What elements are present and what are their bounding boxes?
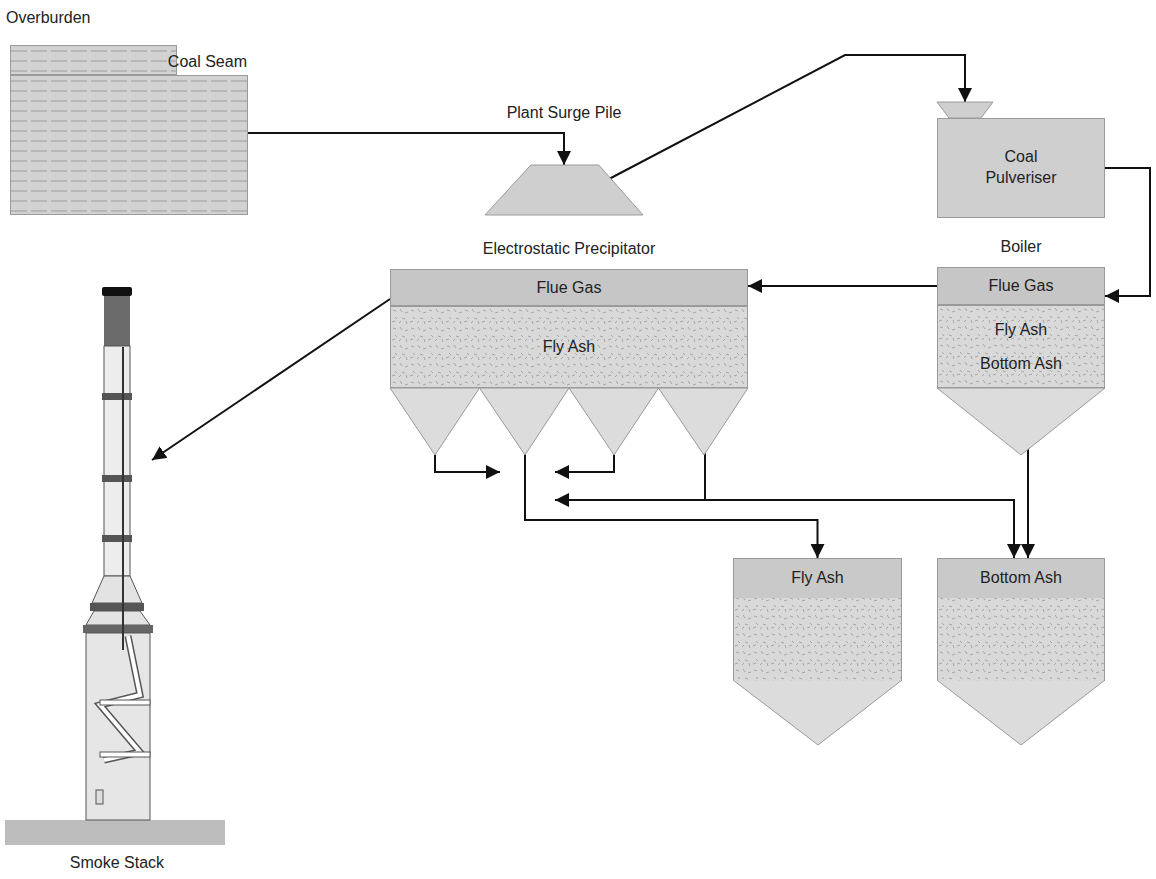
node-label: Plant Surge Pile [455, 103, 673, 122]
pulveriser-box-fill [938, 119, 1104, 217]
bottom-ash-hopper [937, 680, 1105, 745]
pulveriser-box: Coal Pulveriser [937, 118, 1105, 218]
smoke-stack-drawing [5, 287, 225, 845]
feed-funnel [937, 102, 993, 118]
node-label: Fly Ash [543, 337, 595, 356]
stack-shaft [104, 346, 130, 576]
stack-platform [83, 625, 153, 633]
coal-seam-fill [11, 76, 247, 214]
flue-gas-band-ground [938, 268, 1104, 304]
flue-gas-band: Flue Gas [937, 267, 1105, 305]
bin-header [734, 559, 901, 598]
flow-arrow [152, 299, 390, 460]
coal-seam-ground [11, 76, 247, 214]
bin-header [938, 559, 1104, 598]
node-label: Fly Ash [995, 320, 1047, 339]
smoke-stack: Smoke Stack [82, 285, 152, 820]
node-label: Boiler [937, 237, 1105, 256]
outlet-line [555, 455, 614, 472]
coal-seam: Coal Seam [10, 75, 248, 215]
ash-chamber-fill [938, 306, 1104, 387]
stair [100, 636, 140, 760]
stack-ladder [122, 347, 124, 650]
node-label: Bottom Ash [980, 568, 1062, 587]
stair-outline [100, 636, 140, 760]
overburden-layer-ground [11, 46, 176, 74]
flue-gas-band: Flue Gas [390, 269, 748, 306]
node-label: Smoke Stack [57, 853, 177, 872]
overburden-layer-fill [11, 46, 176, 74]
node-label: Flue Gas [989, 276, 1054, 295]
node-label: Flue Gas [537, 278, 602, 297]
node-label: Overburden [6, 8, 91, 27]
stack-base [86, 633, 150, 820]
hopper [569, 388, 659, 455]
flow-arrow [748, 285, 937, 287]
precipitator: Electrostatic PrecipitatorFlue GasFly As… [390, 269, 748, 388]
node-label: Electrostatic Precipitator [390, 239, 748, 258]
fly-ash-hopper [733, 680, 902, 745]
flow-arrow [525, 388, 818, 558]
outlet-line [555, 499, 704, 501]
flow-arrow [609, 55, 965, 179]
overburden-layer: Overburden [10, 45, 177, 75]
surge-pile: Plant Surge Pile [485, 165, 643, 215]
bin-body [938, 598, 1104, 681]
stack-band [102, 475, 132, 482]
node-label: Coal Pulveriser [973, 147, 1069, 189]
precipitator-hoppers [390, 388, 748, 455]
ground-slab [5, 820, 225, 845]
fly-ash-chamber: Fly Ash [390, 306, 748, 388]
node-label: Fly Ash [791, 568, 843, 587]
flow-arrow [248, 133, 564, 165]
stack-band [90, 603, 144, 611]
surge-pile-fill [485, 165, 643, 215]
bin-body [734, 598, 901, 681]
ash-chamber-ground [938, 306, 1104, 387]
stair-landing [100, 752, 150, 757]
ash-hoppers [733, 388, 1105, 745]
fly-ash-bin: Fly Ash [733, 558, 902, 680]
node-label: Coal Seam [168, 52, 247, 71]
outlet-line [435, 455, 500, 472]
ash-chamber: Fly AshBottom Ash [937, 305, 1105, 388]
boiler: BoilerFlue GasFly AshBottom Ash [937, 267, 1105, 388]
stack-band [102, 393, 132, 400]
flow-arrow [1027, 388, 1029, 558]
stack-flare [86, 611, 150, 625]
hopper-outlets [435, 455, 704, 500]
hopper [390, 388, 480, 455]
stack-cap [102, 287, 132, 296]
pulveriser-box-ground [938, 119, 1104, 217]
flue-gas-band-ground [391, 270, 747, 305]
bottom-ash-bin: Bottom Ash [937, 558, 1105, 680]
stack-band [102, 535, 132, 542]
stack-top [104, 296, 130, 346]
stack-flare [92, 576, 142, 603]
stack-door [96, 790, 103, 804]
fly-ash-chamber-ground [391, 307, 747, 387]
hopper [480, 388, 570, 455]
boiler-hopper [937, 388, 1105, 455]
hopper [659, 388, 749, 455]
flow-arrow [1105, 168, 1150, 296]
node-label: Bottom Ash [980, 354, 1062, 373]
pile-shape [485, 165, 643, 215]
flow-arrow [705, 388, 1014, 558]
stair-landing [100, 700, 150, 705]
